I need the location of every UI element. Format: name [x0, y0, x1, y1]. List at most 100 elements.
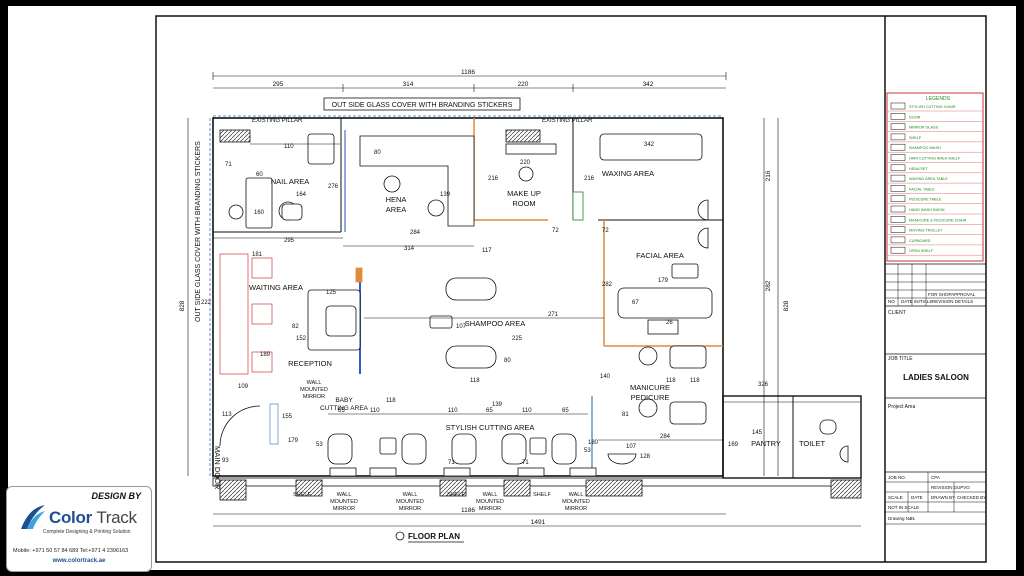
dim-71b: 71	[448, 460, 455, 466]
tb-drawn-by: DRAWN BY	[931, 495, 955, 500]
label-baby-cutting-2: CUTTING AREA	[320, 405, 369, 412]
tb-job-title-label: JOB TITLE	[888, 356, 913, 362]
legend-swatch-9	[890, 195, 906, 202]
dim-c110c: 110	[522, 408, 532, 414]
pillars	[219, 129, 862, 501]
legend-item-2: MIRROR GLASS	[909, 126, 939, 130]
legend-swatch-8	[890, 185, 906, 192]
dim-222: 222	[201, 300, 212, 306]
floor-plan-caption: FLOOR PLAN	[395, 531, 464, 543]
label-wmm-3c: MIRROR	[479, 506, 501, 512]
tb-drawing-no: Drawing No	[888, 516, 912, 521]
dim-179: 179	[658, 278, 669, 284]
label-waxing-area: WAXING AREA	[602, 169, 654, 178]
dim-169: 169	[728, 442, 739, 448]
dim-c65b: 65	[486, 408, 493, 414]
waxing-table	[599, 133, 703, 161]
hena-sofa	[359, 135, 475, 227]
dim-71c: 71	[522, 460, 529, 466]
label-wmm-4b: MOUNTED	[562, 499, 590, 505]
legend-swatch-4	[890, 143, 906, 151]
shampoo-chair-2	[445, 345, 497, 369]
dim-276: 276	[328, 184, 339, 190]
dim-72b: 72	[602, 228, 609, 234]
label-shampoo-area: SHAMPOO AREA	[465, 319, 525, 328]
brand-name: Color Track	[49, 508, 137, 528]
legend-item-3: SHELF	[909, 136, 922, 140]
dim-180: 180	[588, 440, 599, 446]
tb-cpa: CPA	[931, 475, 940, 480]
label-wmm-2a: WALL	[403, 492, 418, 498]
design-by-label: DESIGN BY	[91, 491, 141, 501]
dim-82: 82	[292, 324, 299, 330]
inner-dimensions: 110 71 60 164 160 295 276 80 139 284 314…	[201, 142, 769, 466]
dim-c110b: 110	[448, 408, 458, 414]
pillar-mid	[505, 129, 541, 143]
tb-scale: SCALE	[888, 495, 903, 500]
title-block: FOR SHOPAPPROVAL NO DATE INITIALS REVISI…	[885, 263, 986, 525]
cutting-chairs	[327, 433, 577, 465]
dim-342: 342	[644, 142, 655, 148]
label-shelf-3: SHELF	[533, 492, 551, 498]
tb-date: DATE	[901, 299, 913, 304]
dim-118c: 118	[690, 378, 700, 384]
brand-sub: Track	[96, 508, 137, 527]
dim-total-bottom-inner: 1186	[461, 507, 475, 514]
dim-139b: 139	[492, 402, 503, 408]
dim-seg4: 342	[643, 81, 654, 88]
tb-not-to-scale: NOT IN SCALE	[888, 505, 919, 510]
legend-item-13: CUPBOARD	[909, 239, 931, 243]
dim-53b: 53	[584, 448, 591, 454]
dim-140: 140	[600, 374, 611, 380]
label-main-door: MAIN DOOR	[213, 446, 222, 490]
legend-swatch-12	[890, 226, 906, 233]
dim-189: 189	[260, 352, 271, 358]
label-wmm-1b: MOUNTED	[330, 499, 358, 505]
dim-295: 295	[284, 238, 295, 244]
legend-swatch-14	[890, 246, 906, 254]
dim-26: 26	[666, 320, 673, 326]
legend: LEGENDS STYLISH CUTTING CHAIRDOORMIRROR …	[886, 92, 984, 262]
dim-216c: 216	[765, 170, 772, 181]
nail-chair	[307, 133, 335, 165]
tb-checked-by: CHECKED BY	[957, 495, 986, 500]
label-wmm-4c: MIRROR	[565, 506, 587, 512]
tb-for-approval: FOR SHOPAPPROVAL	[928, 292, 976, 297]
dim-80: 80	[374, 150, 381, 156]
tb-date2: DATE	[911, 495, 923, 500]
drawing-sheet: 1186 295 314 220 342	[8, 6, 1016, 570]
color-track-swoosh-icon	[21, 505, 45, 529]
legend-item-14: OPEN SHELF	[909, 249, 934, 253]
label-outside-glass-top: OUT SIDE GLASS COVER WITH BRANDING STICK…	[332, 102, 513, 109]
tb-initials: INITIALS	[914, 299, 932, 304]
dim-216b: 216	[584, 176, 595, 182]
legend-swatch-6	[890, 164, 906, 172]
label-hena-1: HENA	[386, 195, 407, 204]
dim-80b: 80	[504, 358, 511, 364]
legend-item-12: MOVING TROLLEY	[909, 229, 943, 233]
dim-118b: 118	[666, 378, 676, 384]
dim-139: 139	[440, 192, 451, 198]
dim-118a: 118	[470, 378, 480, 384]
dim-216a: 216	[488, 176, 499, 182]
label-outside-glass-left: OUT SIDE GLASS COVER WITH BRANDING STICK…	[195, 141, 202, 322]
dim-179b: 179	[288, 438, 299, 444]
label-baby-cutting-1: BABY	[335, 397, 353, 404]
tb-project-area: Project Area	[888, 404, 915, 410]
legend-item-5: HAIR CUTTING AREA SHELF	[909, 157, 961, 161]
tb-job-no: JOB NO.	[888, 475, 906, 480]
label-wmm-1c: MIRROR	[333, 506, 355, 512]
dim-107b: 107	[626, 444, 637, 450]
dim-c110a: 110	[370, 408, 380, 414]
label-wmm-1a: WALL	[337, 492, 352, 498]
label-make-up-1: MAKE UP	[507, 189, 541, 198]
dim-284: 284	[410, 230, 421, 236]
brand-website[interactable]: www.colortrack.ae	[52, 558, 106, 564]
label-shelf-1: SHELF	[293, 492, 311, 498]
dim-160: 160	[254, 210, 265, 216]
dim-total-bottom-outer: 1491	[531, 519, 546, 526]
legend-item-11: MANICURE & PEDICURE CHAIR	[909, 218, 967, 222]
dim-c65c: 65	[562, 408, 569, 414]
